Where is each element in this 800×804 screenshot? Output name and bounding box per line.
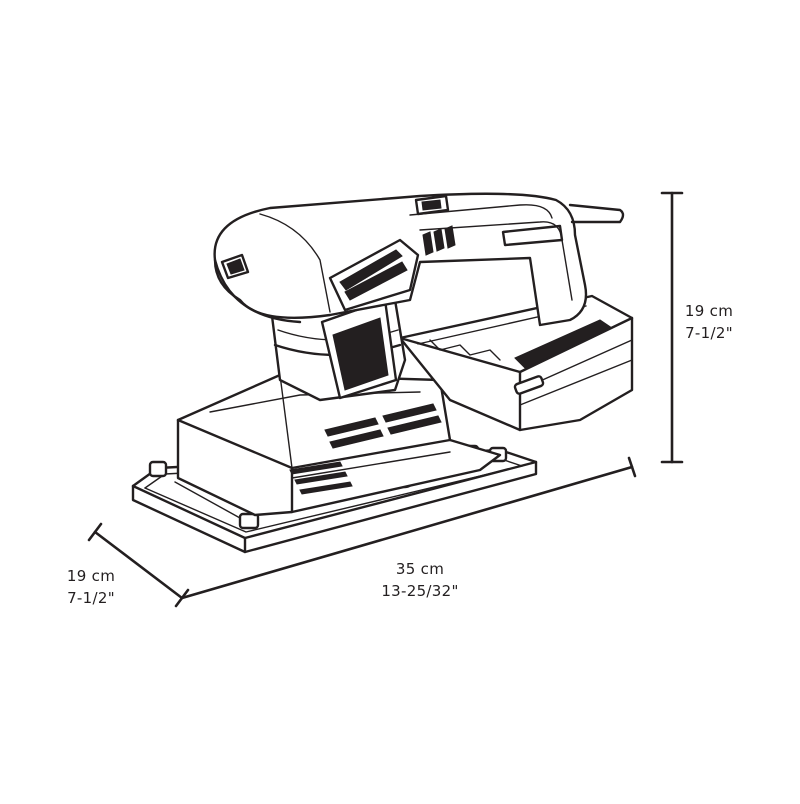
height-dimension-line [660,191,684,464]
lower-vent-slots [289,403,442,495]
height-imperial: 7-1/2" [685,324,733,342]
length-dimension-label: 35 cm 13-25/32" [360,558,480,602]
power-switch-icon [414,194,450,216]
depth-dimension-label: 19 cm 7-1/2" [46,565,136,609]
height-dimension-label: 19 cm 7-1/2" [664,300,754,344]
length-dimension-line [180,456,637,600]
height-metric: 19 cm [684,302,734,320]
depth-metric: 19 cm [66,567,116,585]
orbital-sander-icon [131,192,634,554]
dust-collection-box [398,294,634,432]
handle-vent-grille [328,225,456,312]
length-imperial: 13-25/32" [381,582,459,600]
depth-imperial: 7-1/2" [67,589,115,607]
paper-clamp-front-left [148,460,260,530]
length-metric: 35 cm [395,560,445,578]
front-knob-button [220,253,250,280]
